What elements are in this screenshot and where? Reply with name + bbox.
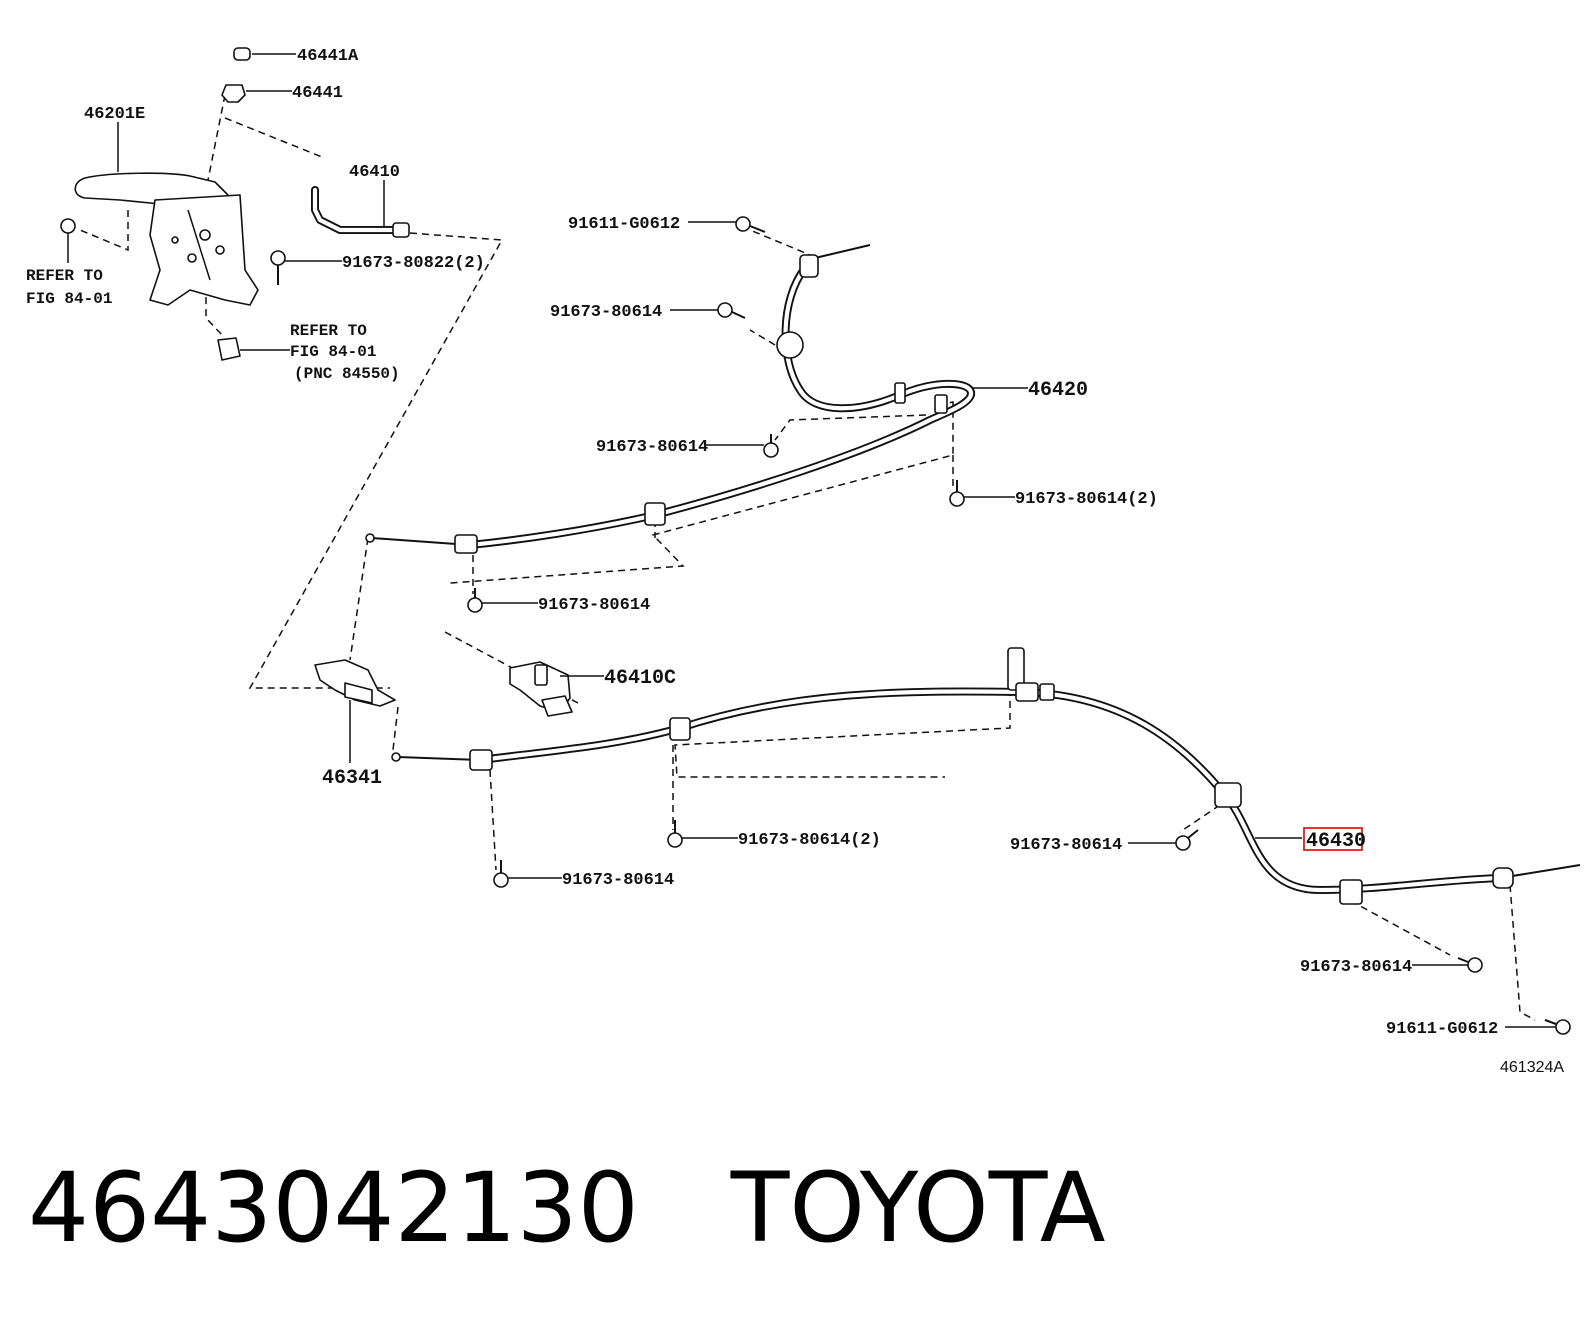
label-91673-80614-e: 91673-80614 [1010, 836, 1122, 855]
label-46420: 46420 [1028, 379, 1088, 402]
equalizer-46341 [314, 659, 396, 707]
label-46441: 46441 [292, 84, 343, 103]
part-number: 4643042130 [28, 1152, 639, 1264]
highlight-box-46430 [1303, 827, 1363, 851]
label-91673-80614-f: 91673-80614 [1300, 958, 1412, 977]
label-46441A: 46441A [297, 47, 359, 66]
label-91673-80614-2-a: 91673-80614(2) [1015, 490, 1158, 509]
label-91673-80614-c: 91673-80614 [538, 596, 650, 615]
label-refer-to-1: REFER TO [26, 267, 103, 285]
dashed-relation-lines [79, 94, 1536, 1021]
callout-labels: 46441A 46441 46201E 46410 91673-80822(2)… [26, 47, 1564, 1076]
illustration-id: 461324A [1500, 1059, 1564, 1076]
label-46430: 46430 [1306, 830, 1366, 853]
parking-brake-cable-diagram: 46441A 46441 46201E 46410 91673-80822(2)… [26, 47, 1581, 1076]
cable-46420 [365, 244, 976, 554]
leader-lines [67, 53, 1556, 1028]
brand-name: TOYOTA [730, 1152, 1106, 1264]
label-pnc-84550: (PNC 84550) [294, 365, 400, 383]
label-fig-84-01-2: FIG 84-01 [290, 343, 376, 361]
bracket-46410C [509, 661, 573, 717]
label-91673-80614-d: 91673-80614 [562, 871, 674, 890]
label-fig-84-01-1: FIG 84-01 [26, 290, 112, 308]
label-91673-80614-2-b: 91673-80614(2) [738, 831, 881, 850]
label-91673-80822-2: 91673-80822(2) [342, 254, 485, 273]
cable-46430 [391, 647, 1581, 905]
lever-assembly-46201E [74, 172, 259, 306]
part-footer: 4643042130 TOYOTA [28, 1138, 1568, 1278]
label-91611-G0612-top: 91611-G0612 [568, 215, 680, 234]
front-cable-46410 [311, 186, 410, 238]
label-46410: 46410 [349, 163, 400, 182]
label-46201E: 46201E [84, 105, 145, 124]
label-91673-80614-b: 91673-80614 [596, 438, 708, 457]
label-46410C: 46410C [604, 667, 676, 690]
label-46341: 46341 [322, 767, 382, 790]
fasteners [60, 47, 1571, 1035]
label-91673-80614-a: 91673-80614 [550, 303, 662, 322]
label-91611-G0612-bottom: 91611-G0612 [1386, 1020, 1498, 1039]
label-refer-to-2: REFER TO [290, 322, 367, 340]
